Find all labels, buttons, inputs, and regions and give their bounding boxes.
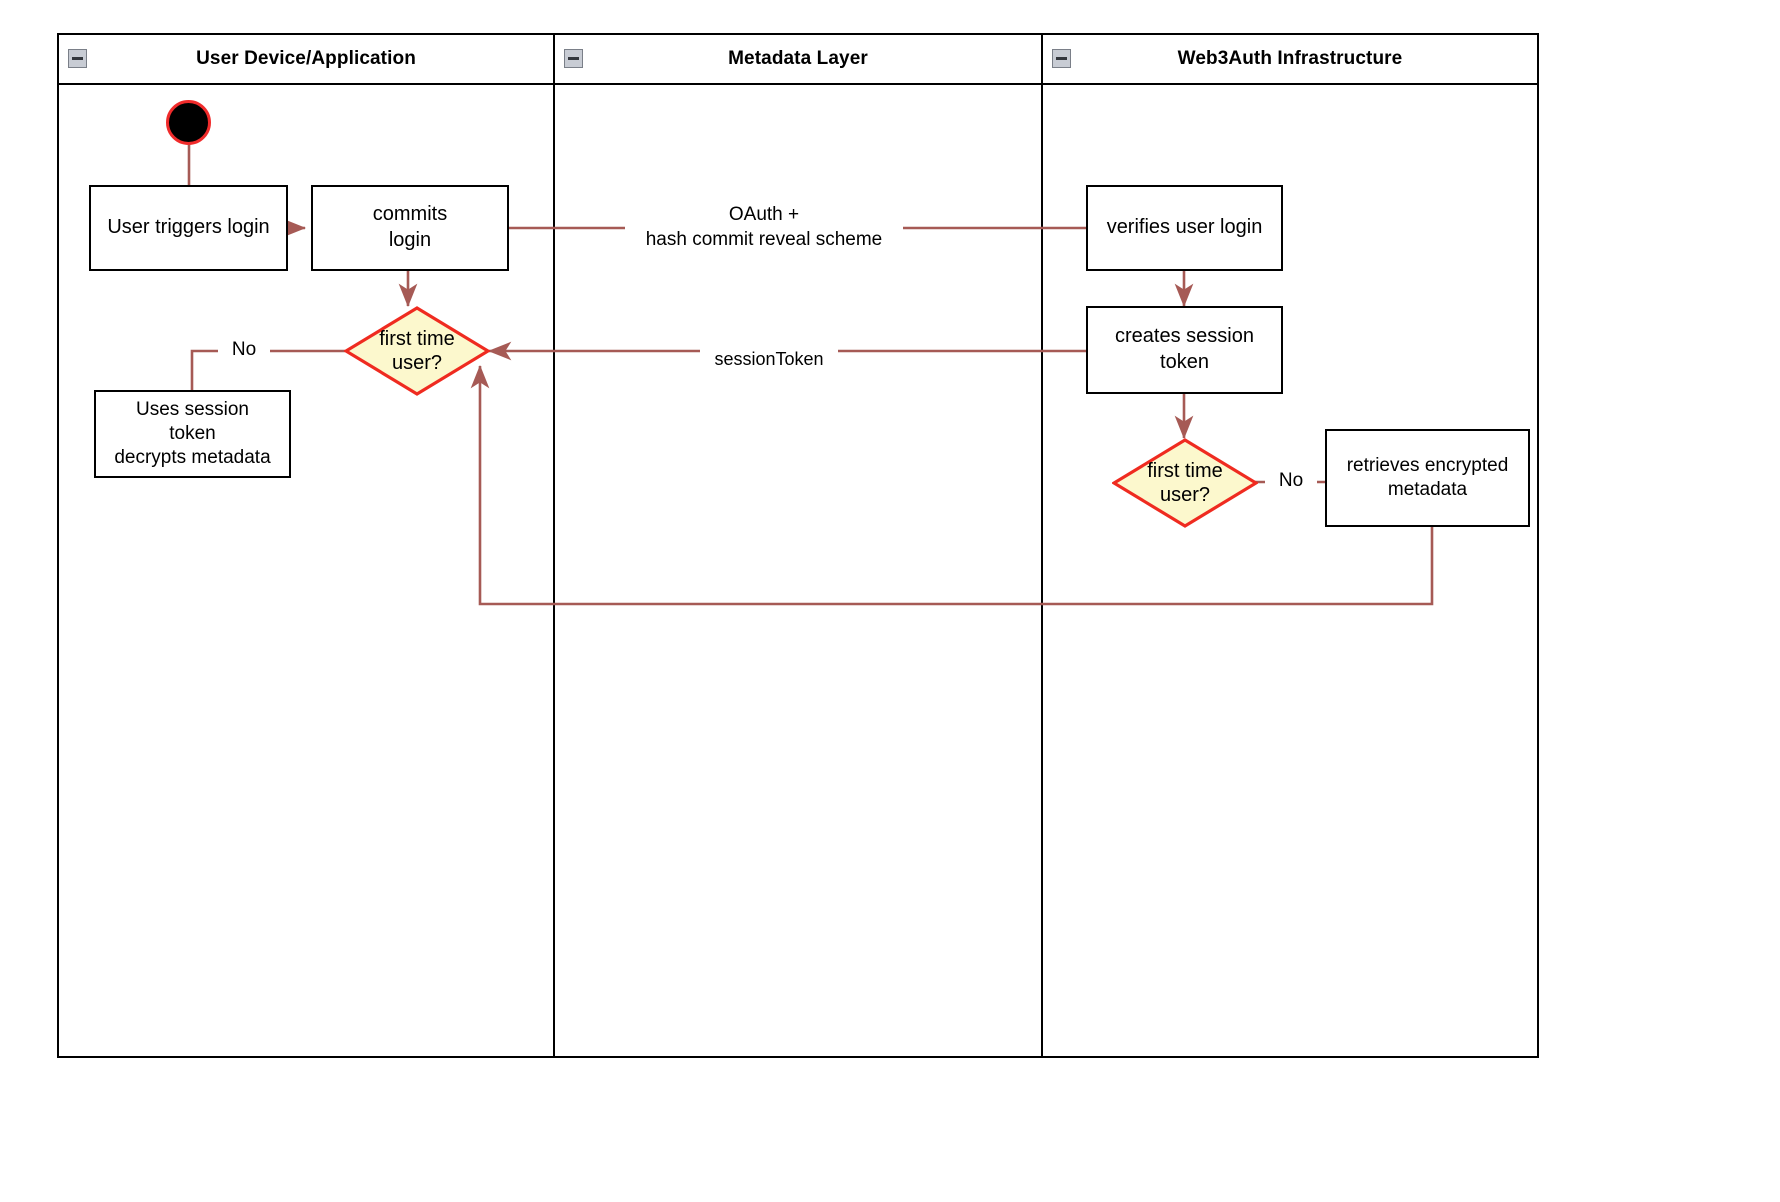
- lane-header-user-device: User Device/Application: [59, 35, 553, 85]
- decision-diamond-shape: [1112, 438, 1258, 528]
- lane-header-metadata: Metadata Layer: [555, 35, 1041, 85]
- initial-node[interactable]: [166, 100, 211, 145]
- decision-first-time-user-left[interactable]: first time user?: [344, 306, 490, 396]
- activity-uses-session-token[interactable]: Uses session token decrypts metadata: [94, 390, 291, 478]
- edge-label-session-token: sessionToken: [700, 348, 838, 372]
- lane-title-user-device: User Device/Application: [196, 48, 416, 69]
- lane-metadata: Metadata Layer: [553, 35, 1041, 1056]
- activity-user-triggers-login[interactable]: User triggers login: [89, 185, 288, 271]
- lane-header-web3auth: Web3Auth Infrastructure: [1043, 35, 1537, 85]
- edge-label-oauth: OAuth + hash commit reveal scheme: [625, 203, 903, 253]
- edge-label-no-right: No: [1265, 469, 1317, 494]
- collapse-minus-icon[interactable]: [68, 49, 87, 68]
- activity-verifies-user-login[interactable]: verifies user login: [1086, 185, 1283, 271]
- lane-title-metadata: Metadata Layer: [728, 48, 868, 69]
- activity-creates-session-token[interactable]: creates session token: [1086, 306, 1283, 394]
- collapse-minus-icon[interactable]: [1052, 49, 1071, 68]
- decision-first-time-user-right[interactable]: first time user?: [1112, 438, 1258, 528]
- activity-commits-login[interactable]: commits login: [311, 185, 509, 271]
- collapse-minus-icon[interactable]: [564, 49, 583, 68]
- edge-label-no-left: No: [218, 338, 270, 363]
- lane-user-device: User Device/Application: [59, 35, 553, 1056]
- decision-diamond-shape: [344, 306, 490, 396]
- lane-title-web3auth: Web3Auth Infrastructure: [1177, 48, 1403, 69]
- activity-retrieves-encrypted-metadata[interactable]: retrieves encrypted metadata: [1325, 429, 1530, 527]
